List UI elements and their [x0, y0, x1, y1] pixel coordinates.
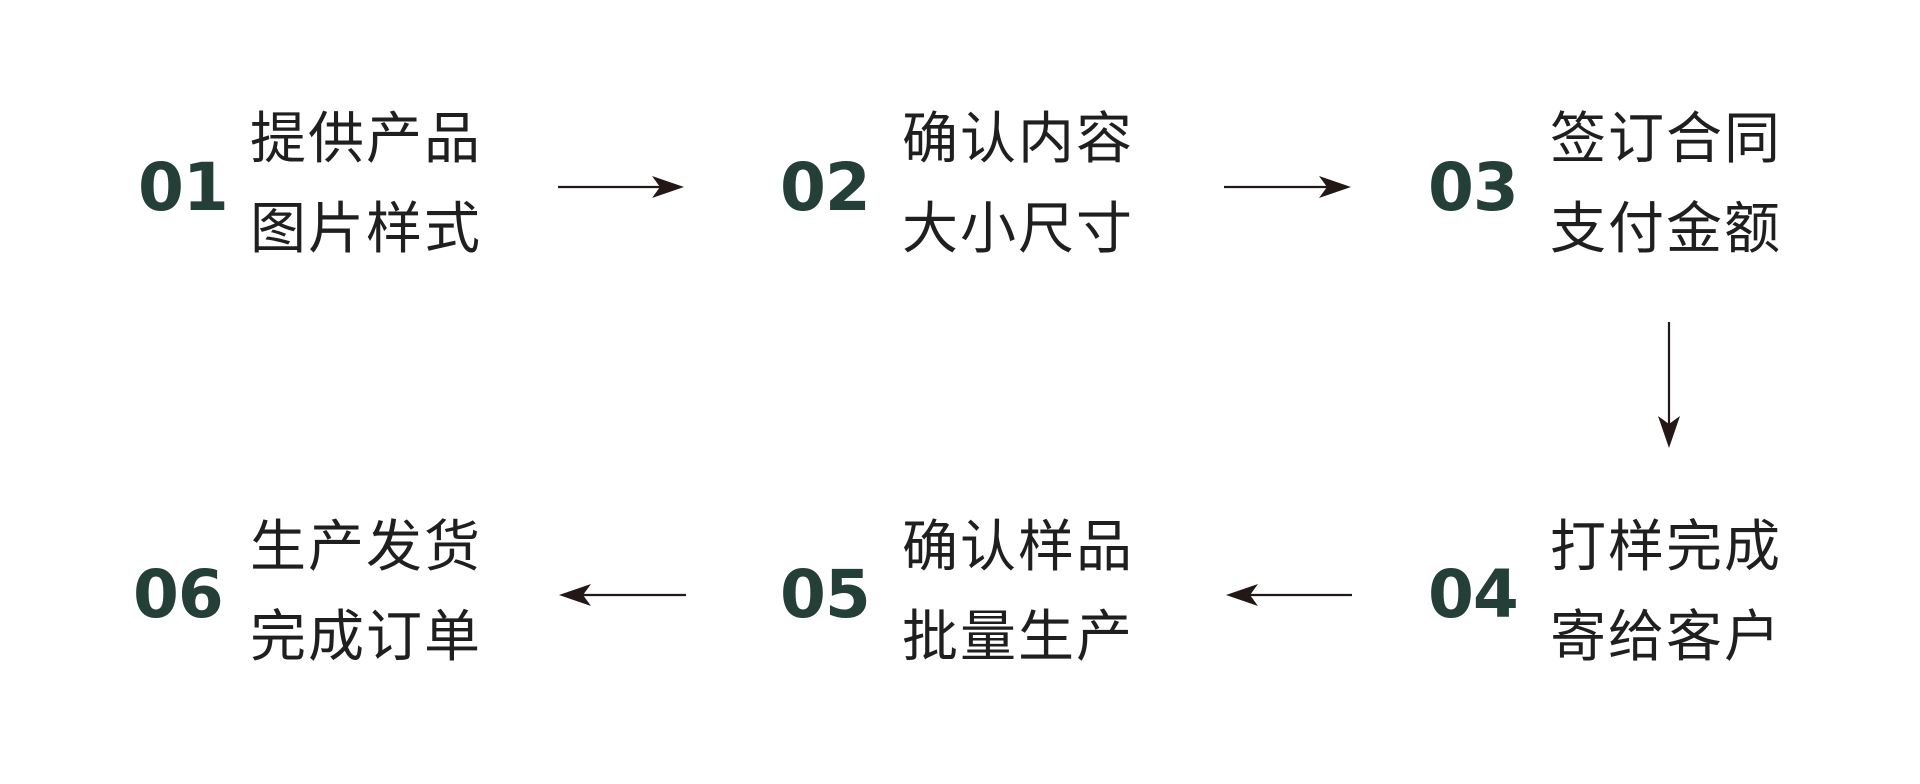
step-label-line1: 确认样品	[902, 515, 1134, 580]
step-number: 03	[1428, 149, 1519, 226]
step-label-line1: 确认内容	[902, 107, 1134, 172]
arrow-01-to-02	[558, 176, 684, 198]
step-label-line2: 支付金额	[1550, 197, 1782, 262]
arrow-05-to-06	[559, 584, 686, 606]
step-label-line1: 签订合同	[1550, 107, 1782, 172]
step-label-line2: 批量生产	[902, 605, 1134, 670]
step-label-line2: 完成订单	[250, 605, 482, 670]
step-number: 06	[133, 556, 224, 633]
step-number: 02	[780, 149, 871, 226]
step-label-line1: 提供产品	[250, 107, 482, 172]
step-number: 01	[138, 149, 229, 226]
step-label-line2: 寄给客户	[1550, 605, 1782, 670]
arrow-02-to-03	[1224, 176, 1351, 198]
step-label-line2: 大小尺寸	[902, 197, 1134, 262]
step-number: 04	[1428, 556, 1519, 633]
arrow-04-to-05	[1226, 584, 1352, 606]
step-number: 05	[780, 556, 871, 633]
step-label-line1: 生产发货	[250, 515, 482, 580]
step-label-line2: 图片样式	[250, 197, 482, 262]
arrow-03-to-04	[1658, 322, 1680, 448]
step-label-line1: 打样完成	[1550, 515, 1782, 580]
